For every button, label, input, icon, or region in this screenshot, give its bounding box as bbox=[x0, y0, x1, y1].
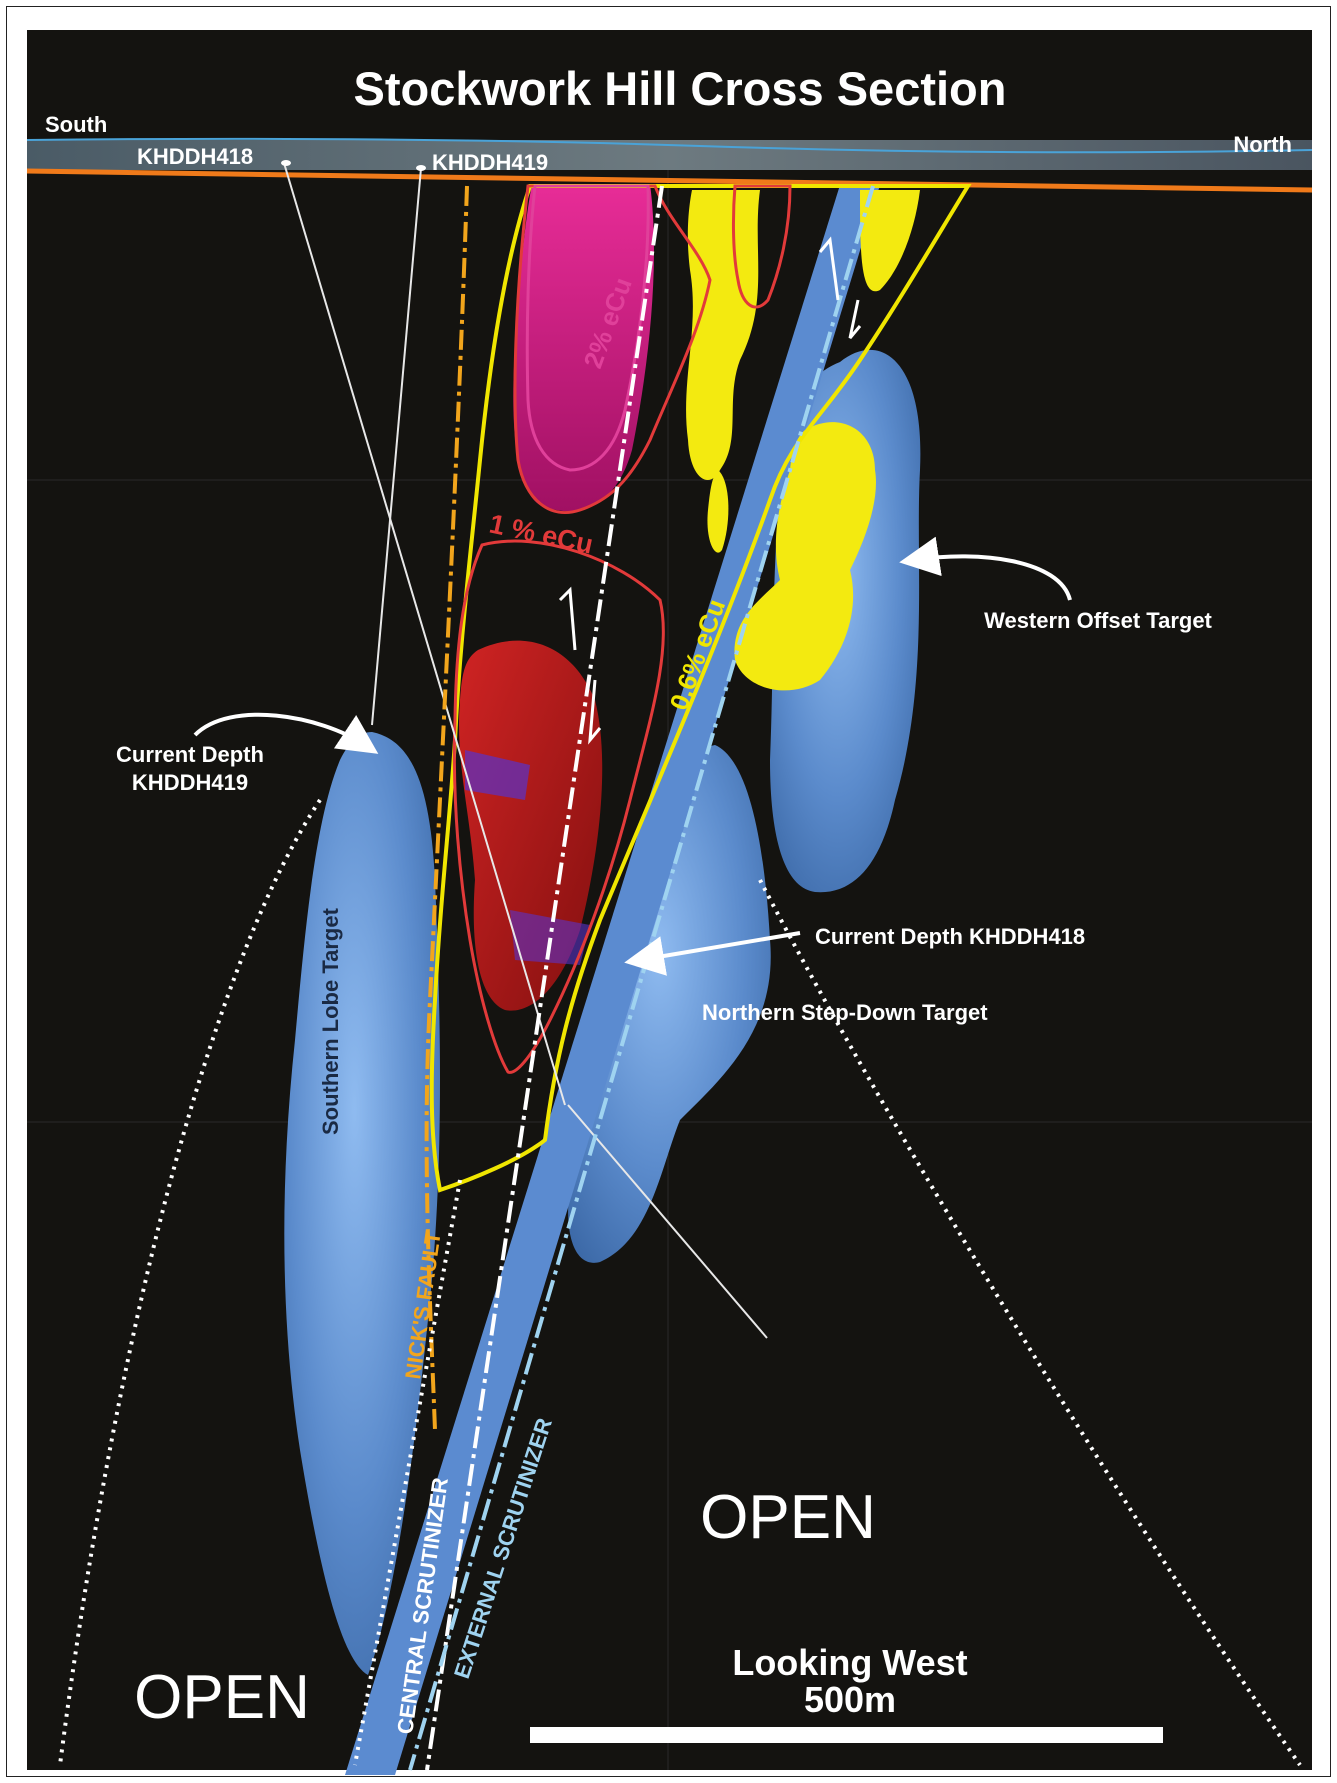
drillhole-collar-418 bbox=[281, 160, 291, 166]
drillhole-label-419: KHDDH419 bbox=[432, 150, 548, 175]
label-western-offset-target: Western Offset Target bbox=[984, 608, 1212, 633]
label-northern-step-down-target: Northern Step-Down Target bbox=[702, 1000, 988, 1025]
scale-label: 500m bbox=[804, 1679, 896, 1720]
scale-bar bbox=[530, 1727, 1163, 1743]
figure-title: Stockwork Hill Cross Section bbox=[354, 62, 1007, 115]
drillhole-label-418: KHDDH418 bbox=[137, 144, 253, 169]
view-direction-label: Looking West bbox=[732, 1642, 967, 1683]
drillhole-collar-419 bbox=[416, 165, 426, 171]
label-southern-lobe-target: Southern Lobe Target bbox=[318, 907, 343, 1135]
direction-south: South bbox=[45, 112, 107, 137]
direction-north: North bbox=[1233, 132, 1292, 157]
label-current-depth-line2: KHDDH419 bbox=[132, 770, 248, 795]
open-label-center: OPEN bbox=[700, 1483, 876, 1552]
open-label-left: OPEN bbox=[134, 1663, 310, 1732]
label-current-depth-418: Current Depth KHDDH418 bbox=[815, 924, 1085, 949]
label-current-depth-line1: Current Depth bbox=[116, 742, 264, 767]
